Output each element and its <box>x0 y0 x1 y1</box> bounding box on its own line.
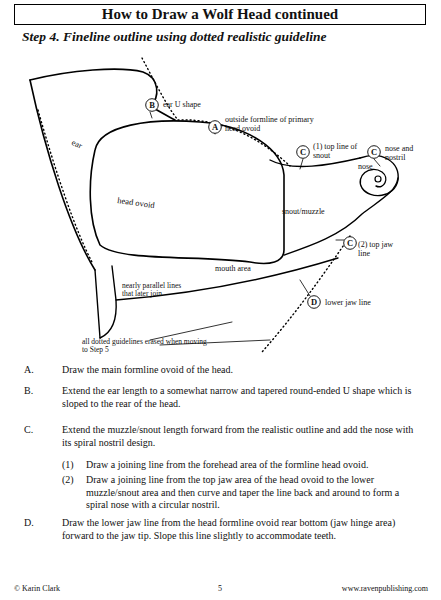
part-label: ear <box>70 138 101 159</box>
part-label: ear U shape <box>163 101 233 110</box>
callout-letter: C <box>343 236 357 250</box>
part-label: snout/muzzle <box>282 208 342 217</box>
page-number: 5 <box>200 585 240 594</box>
callout-letter: C <box>367 145 381 159</box>
callout-circle: A <box>208 120 222 134</box>
callout-letter: C <box>296 145 310 159</box>
callout-circle: C <box>343 236 357 250</box>
step-heading: Step 4. Fineline outline using dotted re… <box>22 31 422 44</box>
ear-outline <box>30 69 175 120</box>
part-label: mouth area <box>215 265 275 274</box>
leader-line <box>300 280 310 296</box>
part-label: nearly parallel lines that later join <box>122 282 194 299</box>
leader-line <box>300 159 303 169</box>
callout-circle: B <box>145 98 159 112</box>
nostril <box>375 176 381 182</box>
instruction-text: Draw a joining line from the forehead ar… <box>86 459 422 472</box>
page-title: How to Draw a Wolf Head continued <box>14 4 426 25</box>
part-label: outside formline of primary head ovoid <box>225 116 320 134</box>
parallel-line <box>100 266 116 338</box>
leader-line <box>374 159 380 166</box>
dotted-guideline <box>142 58 178 120</box>
callout-circle: C <box>296 145 310 159</box>
instruction-text: Extend the ear length to a somewhat narr… <box>62 385 422 410</box>
part-label: (2) top jaw line <box>358 241 400 259</box>
step-letter: C. <box>24 424 54 437</box>
step-letter: A. <box>24 364 54 377</box>
note-label: all dotted guidelines erased when moving… <box>82 338 207 355</box>
callout-letter: D <box>307 295 321 309</box>
copyright: © Karin Clark <box>14 585 134 594</box>
lower-jaw-line <box>116 258 338 300</box>
parallel-line <box>95 270 100 338</box>
callout-letter: A <box>208 120 222 134</box>
instruction-text: Extend the muzzle/snout length forward f… <box>62 424 422 449</box>
head-back-outline <box>30 80 95 270</box>
step-letter: B. <box>24 385 54 398</box>
leader-line <box>150 112 152 118</box>
part-label: head ovoid <box>117 196 178 214</box>
sub-step-number: (1) <box>62 459 84 472</box>
dotted-guideline <box>262 236 350 352</box>
part-label: (1) top line of snout <box>313 143 368 161</box>
head-ovoid <box>90 121 284 264</box>
sub-step-number: (2) <box>62 474 84 487</box>
callout-circle: C <box>367 145 381 159</box>
part-label: lower jaw line <box>325 299 395 308</box>
step-letter: D. <box>24 517 54 530</box>
part-label: nose <box>358 163 388 172</box>
callout-letter: B <box>145 98 159 112</box>
part-label: nose and nostril <box>385 145 431 163</box>
instruction-text: Draw a joining line from the top jaw are… <box>86 474 422 512</box>
instruction-text: Draw the main formline ovoid of the head… <box>62 364 422 377</box>
callout-circle: D <box>307 295 321 309</box>
leader-line <box>336 240 344 241</box>
instruction-text: Draw the lower jaw line from the head fo… <box>62 517 422 542</box>
dotted-guideline <box>38 110 92 262</box>
website: www.ravenpublishing.com <box>280 585 428 594</box>
